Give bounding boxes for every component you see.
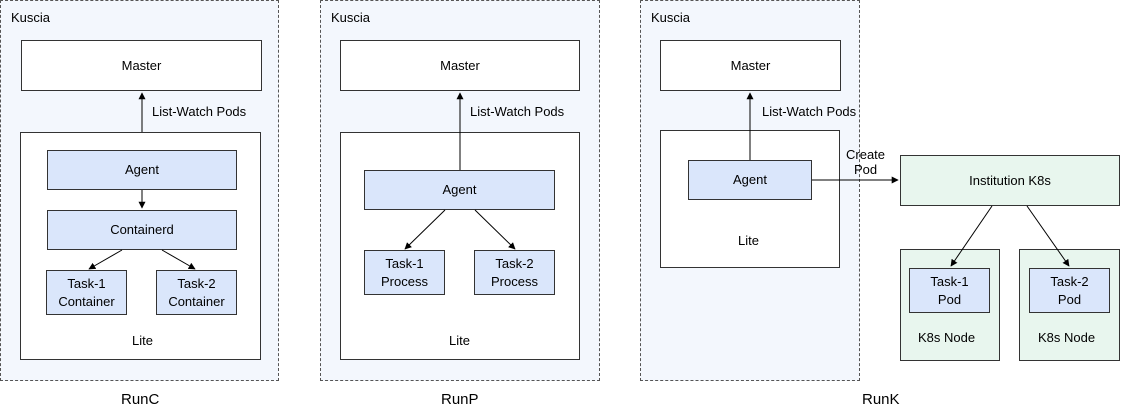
- institution-k8s-node: Institution K8s: [900, 155, 1120, 206]
- runp-list-watch-label: List-Watch Pods: [470, 104, 565, 119]
- runc-containerd-to-task2-arrow: [161, 249, 196, 270]
- runc-task1-node: Task-1 Container: [46, 270, 127, 315]
- runp-kuscia-label: Kuscia: [331, 10, 371, 25]
- runk-institution-to-task1-arrow: [950, 205, 993, 267]
- runc-containerd-node: Containerd: [47, 210, 237, 250]
- runp-master-node: Master: [340, 40, 580, 91]
- runc-lite-label: Lite: [132, 333, 153, 348]
- runc-list-watch-label: List-Watch Pods: [152, 104, 247, 119]
- runk-agent-node: Agent: [688, 160, 812, 200]
- runk-kuscia-label: Kuscia: [651, 10, 691, 25]
- runk-task1-pod-node: Task-1 Pod: [909, 268, 990, 313]
- runc-kuscia-label: Kuscia: [11, 10, 51, 25]
- runp-agent-to-task2-arrow: [474, 209, 516, 250]
- runk-lite-label: Lite: [738, 233, 759, 248]
- runk-master-node: Master: [660, 40, 841, 91]
- runp-task1-node: Task-1 Process: [364, 250, 445, 295]
- runc-master-node: Master: [21, 40, 262, 91]
- runc-caption: RunC: [121, 391, 160, 408]
- runc-containerd-to-task1-arrow: [88, 249, 123, 270]
- k8s-node-1-label: K8s Node: [918, 330, 976, 345]
- runk-institution-to-task2-arrow: [1026, 205, 1070, 267]
- runp-agent-node: Agent: [364, 170, 555, 210]
- runp-lite-label: Lite: [449, 333, 470, 348]
- k8s-node-2-label: K8s Node: [1038, 330, 1096, 345]
- runp-agent-to-task1-arrow: [404, 209, 446, 250]
- runp-task2-node: Task-2 Process: [474, 250, 555, 295]
- runk-caption: RunK: [862, 391, 900, 408]
- runk-create-pod-label: Create Pod: [846, 147, 886, 177]
- runc-task2-node: Task-2 Container: [156, 270, 237, 315]
- runk-task2-pod-node: Task-2 Pod: [1029, 268, 1110, 313]
- runk-list-watch-label: List-Watch Pods: [762, 104, 857, 119]
- runc-agent-node: Agent: [47, 150, 237, 190]
- runp-caption: RunP: [441, 391, 479, 408]
